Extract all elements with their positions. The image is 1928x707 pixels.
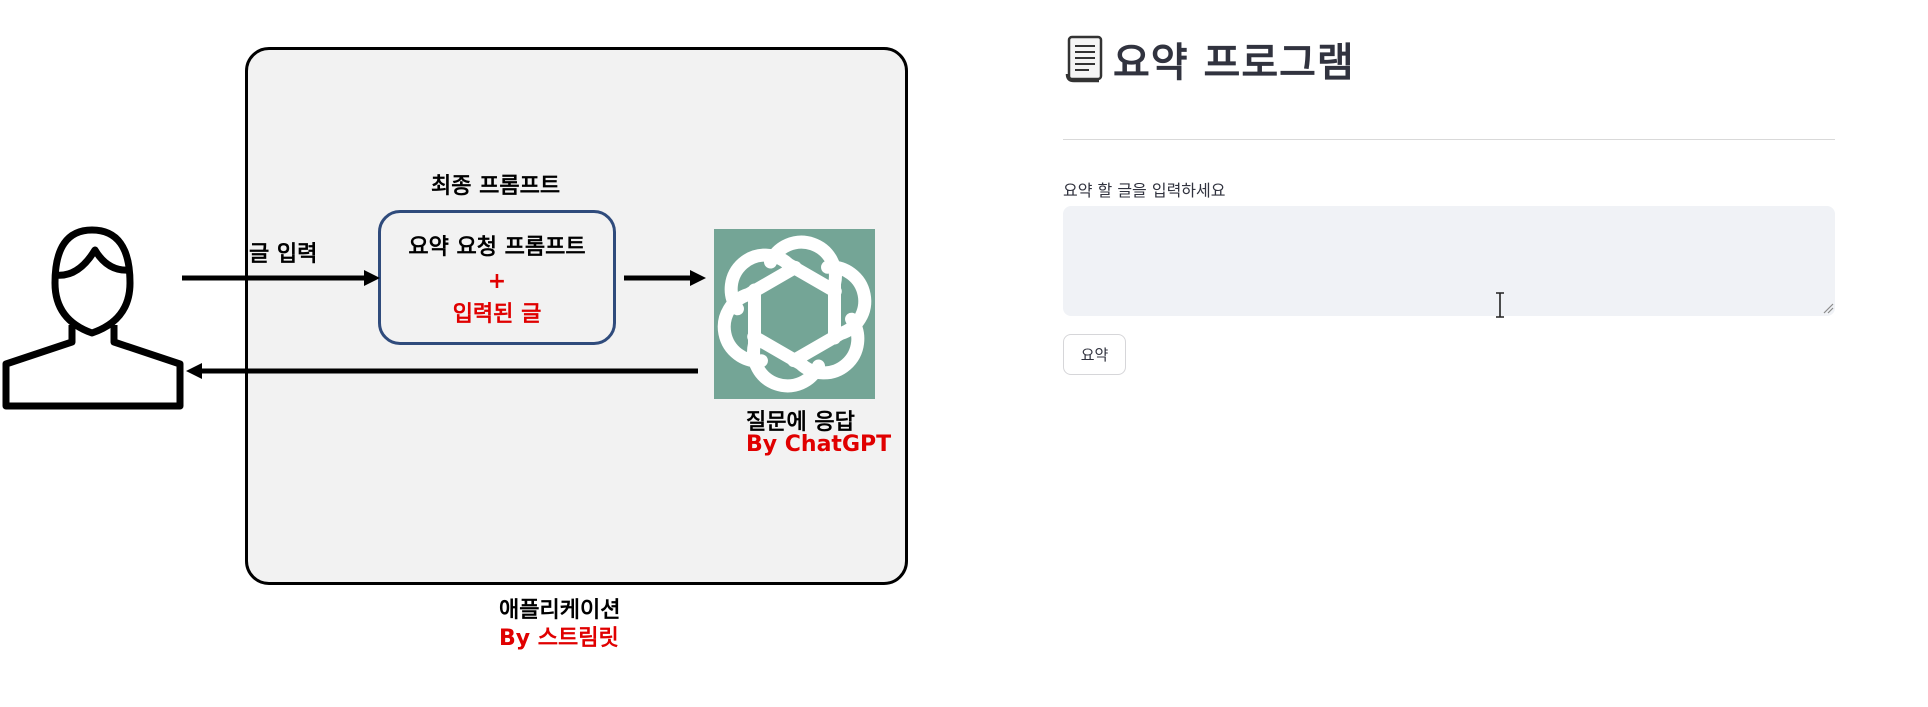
scroll-icon <box>1065 35 1103 83</box>
architecture-diagram: 최종 프롬프트 요약 요청 프롬프트 + 입력된 글 글 입력 <box>2 47 908 651</box>
input-label: 글 입력 <box>249 242 318 267</box>
text-cursor-icon <box>1496 292 1504 318</box>
application-by-label: By 스트림릿 <box>499 626 619 651</box>
title-divider <box>1063 139 1835 140</box>
response-label: 질문에 응답 <box>746 410 855 435</box>
resize-grip-icon[interactable] <box>1822 302 1834 314</box>
summarize-button[interactable]: 요약 <box>1063 334 1126 375</box>
prompt-to-gpt-arrow <box>624 270 706 286</box>
textarea-label: 요약 할 글을 입력하세요 <box>1063 181 1226 200</box>
summary-text-input[interactable] <box>1063 206 1835 316</box>
openai-knot-icon <box>717 235 872 393</box>
prompt-box-line1: 요약 요청 프롬프트 <box>408 235 586 260</box>
page-title: 요약 프로그램 <box>1113 40 1355 86</box>
prompt-box-plus: + <box>487 269 507 294</box>
prompt-box-line2: 입력된 글 <box>452 302 542 327</box>
user-icon <box>2 226 184 410</box>
response-by-label: By ChatGPT <box>746 432 892 457</box>
response-arrow <box>186 363 698 379</box>
chatgpt-logo <box>714 229 875 399</box>
prompt-box <box>378 210 616 345</box>
input-arrow <box>182 270 380 286</box>
application-label: 애플리케이션 <box>499 598 621 623</box>
final-prompt-label: 최종 프롬프트 <box>431 174 561 199</box>
title-row: 요약 프로그램 <box>1063 30 1355 88</box>
